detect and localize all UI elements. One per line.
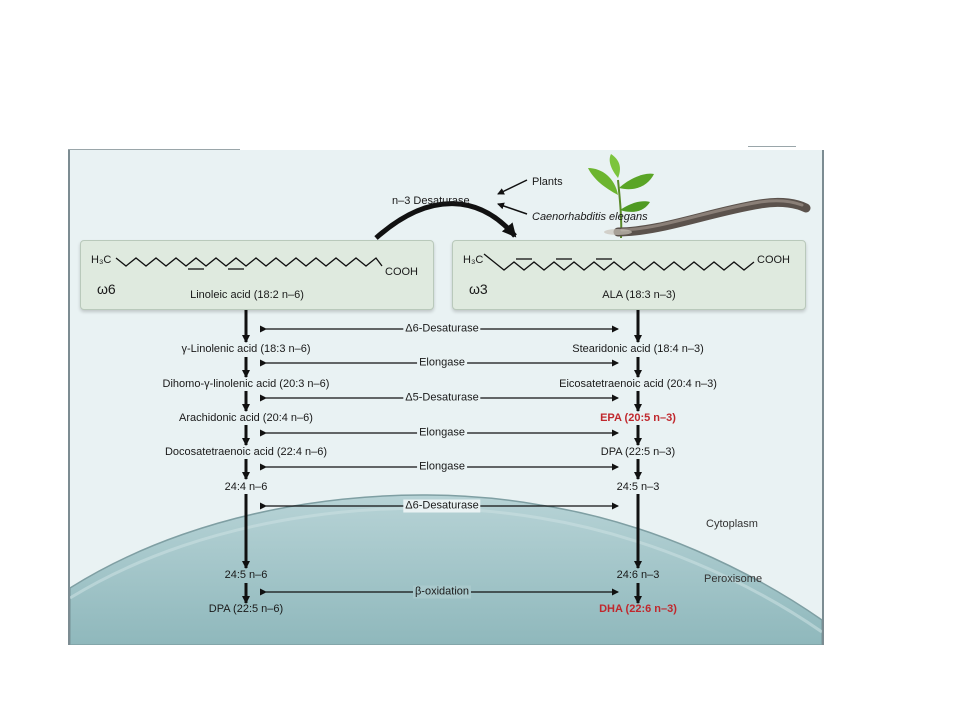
ala-box: H₃C COOH ω3 ALA (18:3 n–3)	[452, 240, 806, 310]
omega6-label: ω6	[97, 281, 116, 297]
pathway-figure: H₃C COOH ω6 Linoleic acid (18:2 n–6) H₃C…	[68, 150, 824, 645]
enzyme-label: Elongase	[417, 460, 467, 474]
ala-label: ALA (18:3 n–3)	[602, 289, 676, 301]
n3-desaturase-arrow	[374, 201, 517, 240]
dha-label: DHA (22:6 n–3)	[599, 603, 677, 615]
worm-icon	[604, 197, 811, 237]
ch3-label: H₃C	[463, 254, 484, 266]
left-chain-item: Dihomo-γ-linolenic acid (20:3 n–6)	[162, 378, 330, 390]
ch3-label: H₃C	[91, 254, 112, 266]
peroxisome-label: Peroxisome	[704, 573, 763, 585]
linoleic-acid-label: Linoleic acid (18:2 n–6)	[190, 289, 304, 301]
worm-label: Caenorhabditis elegans	[532, 211, 648, 223]
right-chain-item: 24:5 n–3	[616, 481, 660, 493]
cooh-label: COOH	[385, 266, 418, 278]
enzyme-label: Elongase	[417, 356, 467, 370]
left-chain-item: 24:4 n–6	[224, 481, 268, 493]
left-chain-item: Docosatetraenoic acid (22:4 n–6)	[164, 446, 328, 458]
right-chain-item: Eicosatetraenoic acid (20:4 n–3)	[559, 378, 717, 390]
figure-top-rule-left	[68, 149, 240, 150]
right-chain-item: Stearidonic acid (18:4 n–3)	[572, 343, 704, 355]
enzyme-label: β-oxidation	[412, 585, 472, 599]
right-chain-item: DPA (22:5 n–3)	[600, 446, 676, 458]
enzyme-label: Elongase	[417, 426, 467, 440]
n3-desaturase-label: n–3 Desaturase	[392, 195, 470, 207]
cooh-label: COOH	[757, 254, 790, 266]
left-chain-item: 24:5 n–6	[224, 569, 268, 581]
enzyme-label: Δ6-Desaturase	[403, 499, 481, 513]
right-chain-item: 24:6 n–3	[616, 569, 660, 581]
pathway-graphics	[70, 154, 822, 645]
epa-label: EPA (20:5 n–3)	[600, 412, 676, 424]
left-chain-item: DPA (22:5 n–6)	[208, 603, 284, 615]
left-chain-item: γ-Linolenic acid (18:3 n–6)	[181, 343, 311, 355]
enzyme-label: Δ6-Desaturase	[403, 322, 481, 336]
omega3-label: ω3	[469, 281, 488, 297]
plants-label: Plants	[532, 176, 563, 188]
cytoplasm-label: Cytoplasm	[706, 518, 758, 530]
enzyme-label: Δ5-Desaturase	[403, 391, 481, 405]
linoleic-acid-box: H₃C COOH ω6 Linoleic acid (18:2 n–6)	[80, 240, 434, 310]
figure-top-rule-right	[748, 146, 796, 147]
left-chain-item: Arachidonic acid (20:4 n–6)	[179, 412, 313, 424]
